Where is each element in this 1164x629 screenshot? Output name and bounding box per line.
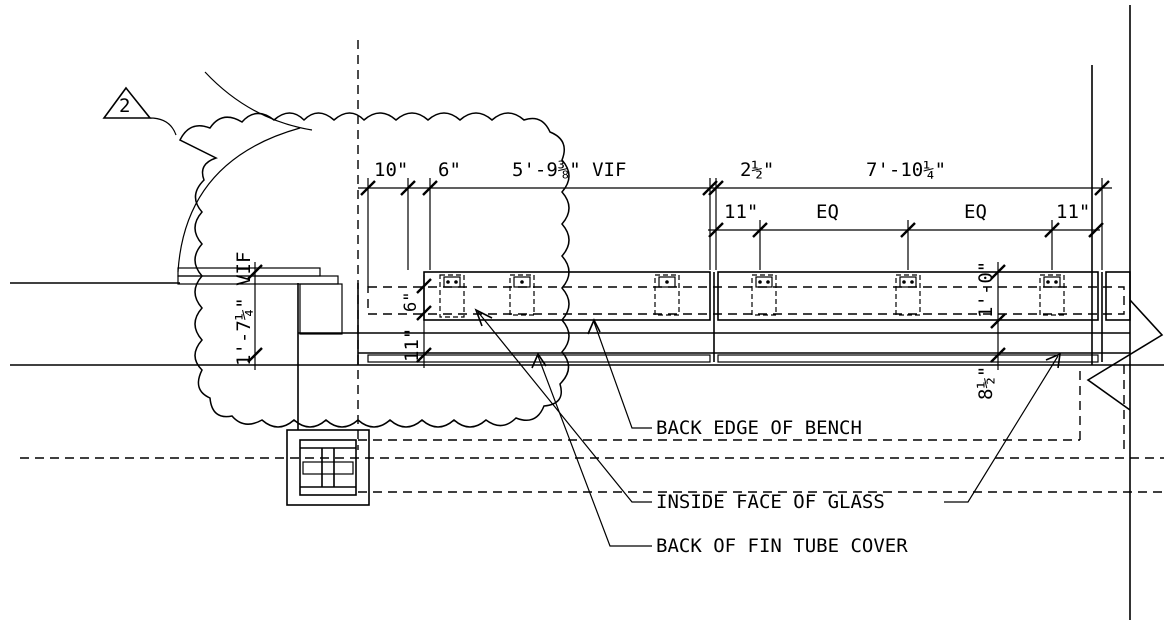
callout-leaders <box>474 308 1061 547</box>
dim-eq-2: EQ <box>964 201 987 223</box>
label-back-edge-of-bench: BACK EDGE OF BENCH <box>656 417 862 439</box>
dimension-string-top: 10" 6" 5'-9⅜" VIF 2½" 7'-10¼" <box>358 159 1112 287</box>
label-inside-face-of-glass: INSIDE FACE OF GLASS <box>656 491 885 513</box>
steel-column <box>286 429 370 506</box>
label-back-of-fin-tube-cover: BACK OF FIN TUBE COVER <box>656 535 908 557</box>
dimension-vertical-mid: 11" 6" <box>401 275 432 368</box>
revision-triangle: 2 <box>102 86 177 136</box>
dim-11in-left: 11" <box>724 201 758 223</box>
dim-7ft-10in: 7'-10¼" <box>866 159 946 181</box>
dimension-vertical-right: 1'-0" 8½" <box>975 261 1006 400</box>
dim-6in: 6" <box>438 159 461 181</box>
dim-1ft-0in: 1'-0" <box>975 261 997 318</box>
dim-11in-right: 11" <box>1056 201 1090 223</box>
bench-supports <box>439 274 1065 318</box>
dim-1ft-7in-vif: 1'-7¼" VIF <box>233 252 255 366</box>
revision-number: 2 <box>119 95 130 117</box>
break-symbol <box>1086 299 1164 411</box>
dim-2-half-in: 2½" <box>740 159 774 181</box>
dim-10in: 10" <box>374 159 408 181</box>
dim-5ft-9in: 5'-9⅜" VIF <box>512 159 626 181</box>
door-swing-arc <box>177 71 313 273</box>
bench <box>358 271 1164 493</box>
dim-8-half-in: 8½" <box>975 366 997 400</box>
dim-6in-vertical: 6" <box>401 292 421 312</box>
dim-eq-1: EQ <box>816 201 839 223</box>
revision-cloud <box>178 112 570 428</box>
dim-11in-vertical: 11" <box>401 328 423 362</box>
dimension-vertical-left: 1'-7¼" VIF <box>233 252 263 370</box>
dimension-string-second: 11" EQ EQ 11" <box>708 201 1104 270</box>
